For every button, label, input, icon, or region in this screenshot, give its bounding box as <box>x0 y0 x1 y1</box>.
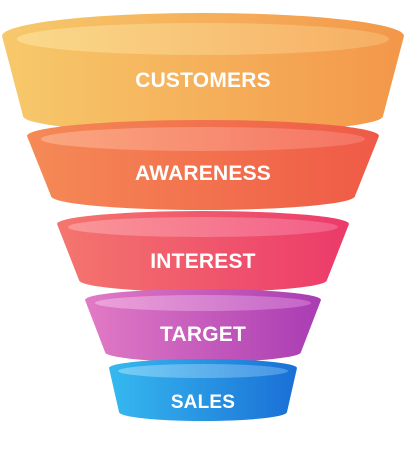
stage-interest-rim <box>68 217 338 237</box>
stage-target-rim <box>95 295 311 311</box>
stage-interest-label: INTEREST <box>150 250 255 273</box>
stage-awareness-label: AWARENESS <box>135 162 271 185</box>
stage-awareness: AWARENESS <box>27 120 379 210</box>
stage-target-label: TARGET <box>160 323 246 346</box>
stage-awareness-rim <box>41 127 365 151</box>
stage-customers-rim <box>17 23 389 55</box>
stage-interest: INTEREST <box>57 211 349 292</box>
stage-customers: CUSTOMERS <box>2 13 404 133</box>
stage-sales-rim <box>118 364 288 378</box>
stage-target: TARGET <box>85 289 321 362</box>
stage-sales: SALES <box>109 359 297 421</box>
stage-sales-label: SALES <box>171 392 235 413</box>
stage-customers-label: CUSTOMERS <box>135 69 271 92</box>
